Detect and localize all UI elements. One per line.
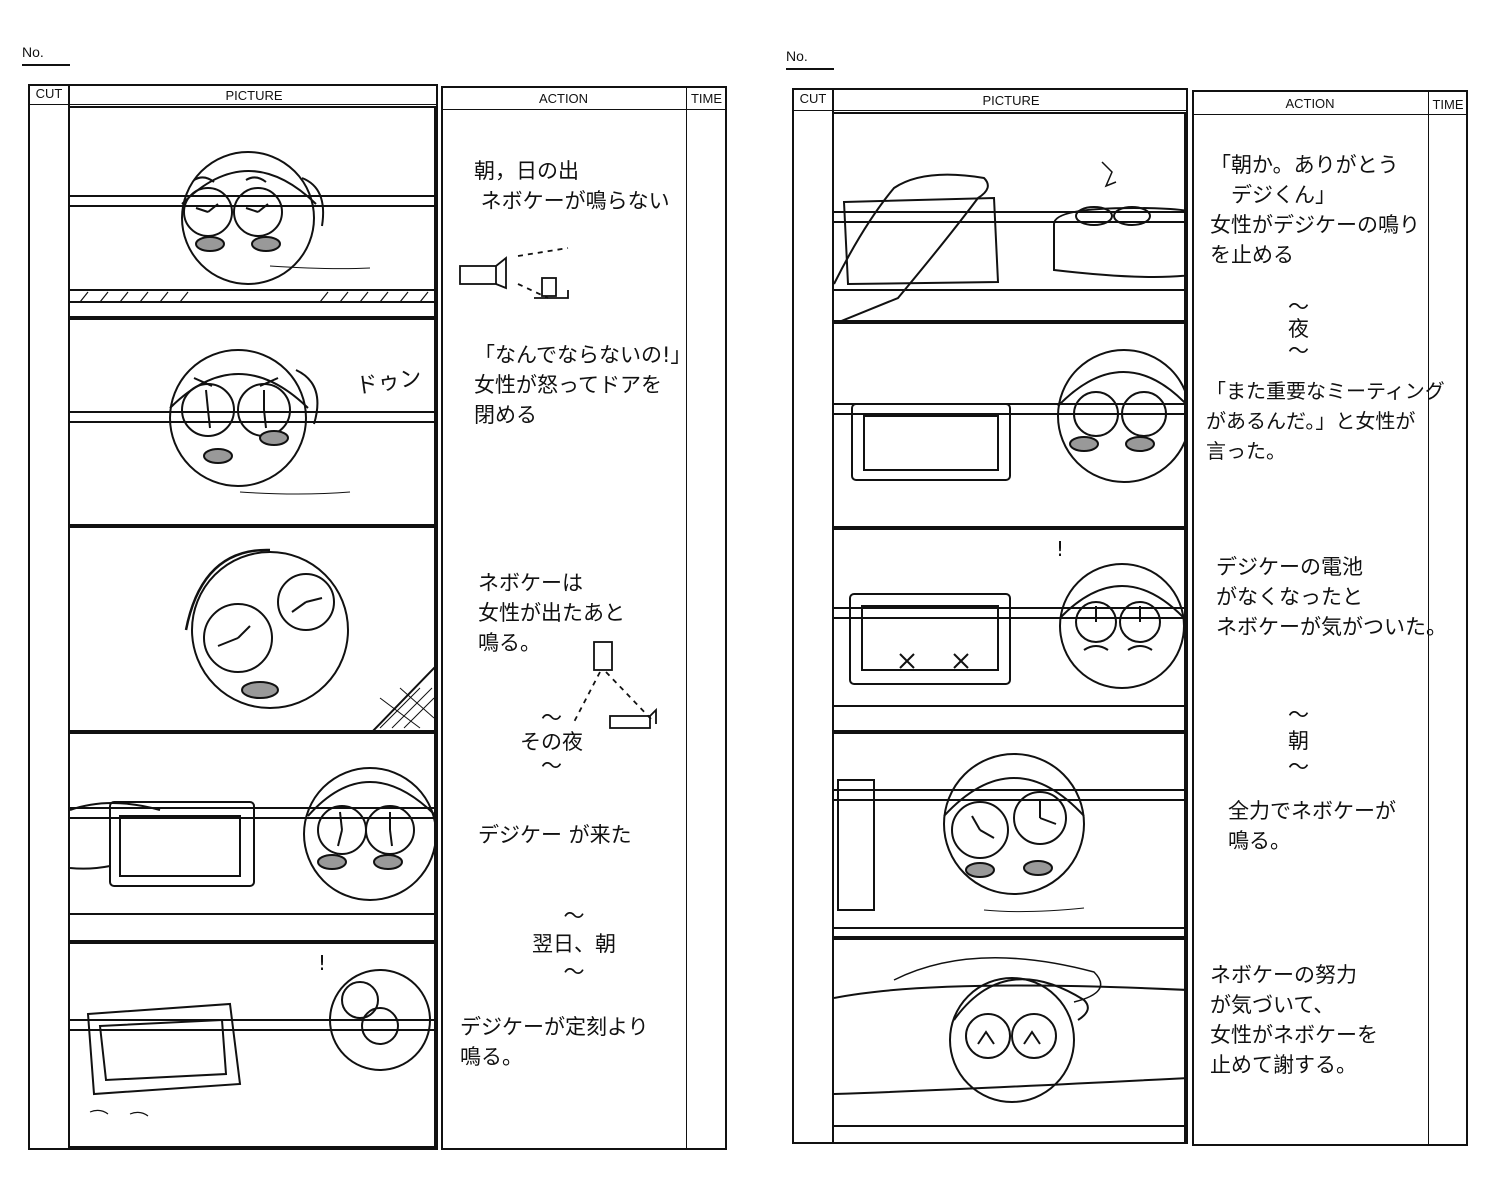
action-note: 朝，日の出 ネボケーが鳴らない xyxy=(474,159,670,213)
action-note: デジケーの電池 がなくなったと ネボケーが気がついた。 xyxy=(1216,555,1447,639)
sound-effect-text: ! xyxy=(318,951,327,975)
panel-sketch xyxy=(70,349,434,495)
storyboard-panel-4 xyxy=(832,732,1186,938)
panel-sketch xyxy=(834,349,1184,483)
time-transition-note: 〜 その夜 〜 xyxy=(520,706,583,778)
page-number-label: No. xyxy=(786,48,808,64)
sound-effect-text: ! xyxy=(1056,537,1065,561)
action-note: 「また重要なミーティング があるんだ。」と女性が 言った。 xyxy=(1206,379,1445,463)
time-transition-note: 〜 翌日、朝 〜 xyxy=(532,904,616,984)
page-number-label: No. xyxy=(22,44,44,60)
staging-diagram xyxy=(573,641,657,729)
panel-sketch xyxy=(184,548,434,730)
panel-sketch xyxy=(834,753,1184,929)
page-number-line xyxy=(22,64,70,66)
header-row-line xyxy=(792,110,1188,111)
storyboard-panel-3: ! xyxy=(832,528,1186,732)
panel-sketch xyxy=(70,151,434,303)
time-header: TIME xyxy=(690,91,723,106)
storyboard-panel-5 xyxy=(832,938,1186,1144)
storyboard-panel-5: ! xyxy=(68,942,436,1148)
header-row-line xyxy=(441,109,727,110)
storyboard-panel-4 xyxy=(68,732,436,942)
time-column-divider xyxy=(686,86,687,1150)
action-note: 「朝か。ありがとう デジくん」 女性がデジケーの鳴り を止める xyxy=(1210,153,1420,267)
cut-column xyxy=(792,88,834,1144)
storyboard-panel-1 xyxy=(832,112,1186,322)
action-note: デジケー が来た xyxy=(478,823,632,847)
panel-sketch xyxy=(70,767,434,915)
picture-header: PICTURE xyxy=(982,93,1040,108)
header-row-line xyxy=(1192,114,1468,115)
page-number-line xyxy=(786,68,834,70)
action-note: ネボケーは 女性が出たあと 鳴る。 xyxy=(478,571,625,655)
staging-diagram xyxy=(459,247,569,299)
action-note: デジケーが定刻より 鳴る。 xyxy=(460,1015,649,1069)
panel-sketch xyxy=(834,161,1184,320)
action-note: 全力でネボケーが 鳴る。 xyxy=(1228,799,1396,853)
picture-header: PICTURE xyxy=(225,88,283,103)
action-column xyxy=(441,86,727,1150)
panel-sketch xyxy=(834,957,1184,1127)
time-header: TIME xyxy=(1432,97,1464,112)
panel-sketch xyxy=(834,563,1184,707)
action-header: ACTION xyxy=(1285,96,1335,111)
cut-header: CUT xyxy=(35,86,63,101)
time-column-divider xyxy=(1428,90,1429,1146)
storyboard-panel-3 xyxy=(68,526,436,732)
action-note: 「なんでならないの!」 女性が怒ってドアを 閉める xyxy=(474,343,692,427)
storyboard-panel-2: ドゥン xyxy=(68,318,436,526)
action-header: ACTION xyxy=(538,91,589,106)
panel-sketch xyxy=(70,969,434,1117)
cut-column xyxy=(28,84,70,1150)
cut-header: CUT xyxy=(799,91,827,106)
time-transition-note: 〜 朝 〜 xyxy=(1288,703,1309,779)
action-column xyxy=(1192,90,1468,1146)
action-note: ネボケーの努力 が気づいて、 女性がネボケーを 止めて謝する。 xyxy=(1210,963,1378,1077)
storyboard-panel-1 xyxy=(68,106,436,318)
time-transition-note: 〜 夜 〜 xyxy=(1288,295,1309,363)
header-row-line xyxy=(28,104,438,105)
storyboard-panel-2 xyxy=(832,322,1186,528)
